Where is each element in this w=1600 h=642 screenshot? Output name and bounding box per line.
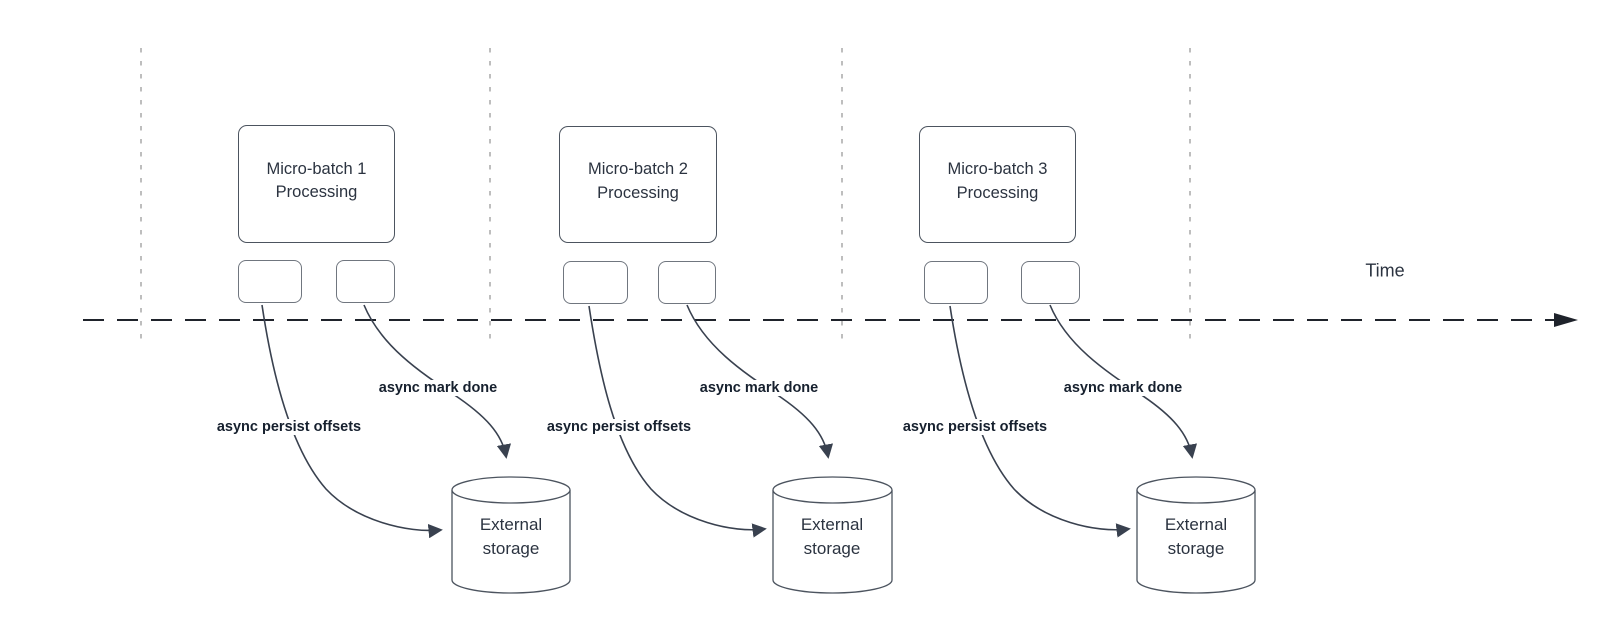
persist-offsets-arrow-1 [261, 304, 443, 539]
micro-batch-3-mark-done-task-box [1021, 261, 1080, 304]
persist-offsets-label-1: async persist offsets [213, 419, 365, 435]
micro-batch-3-persist-task-box [924, 261, 988, 304]
micro-batch-2-processing-box: Micro-batch 2 Processing [559, 126, 717, 243]
micro-batch-1-processing-box: Micro-batch 1 Processing [238, 125, 395, 243]
external-storage-label-2: External storage [800, 515, 864, 558]
persist-offsets-label-2: async persist offsets [543, 419, 695, 435]
micro-batch-1-persist-task-box [238, 260, 302, 303]
mark-done-label-3: async mark done [1060, 380, 1186, 396]
external-storage-label-3: External storage [1164, 515, 1228, 558]
micro-batch-2-persist-task-box [563, 261, 628, 304]
mark-done-label-2: async mark done [696, 380, 822, 396]
external-storage-label-1: External storage [479, 515, 543, 558]
time-axis-arrowhead [1554, 313, 1578, 327]
mark-done-label-1: async mark done [375, 380, 501, 396]
micro-batch-1-mark-done-task-box [336, 260, 395, 303]
time-axis-label: Time [1365, 260, 1405, 281]
external-storage-cylinder-2 [772, 476, 893, 594]
external-storage-cylinder-3 [1136, 476, 1256, 594]
micro-batch-3-processing-box: Micro-batch 3 Processing [919, 126, 1076, 243]
external-storage-cylinder-1 [451, 476, 571, 594]
micro-batch-2-mark-done-task-box [658, 261, 716, 304]
persist-offsets-label-3: async persist offsets [899, 419, 1051, 435]
persist-offsets-arrow-2 [588, 305, 767, 538]
persist-offsets-arrow-3 [949, 305, 1131, 538]
